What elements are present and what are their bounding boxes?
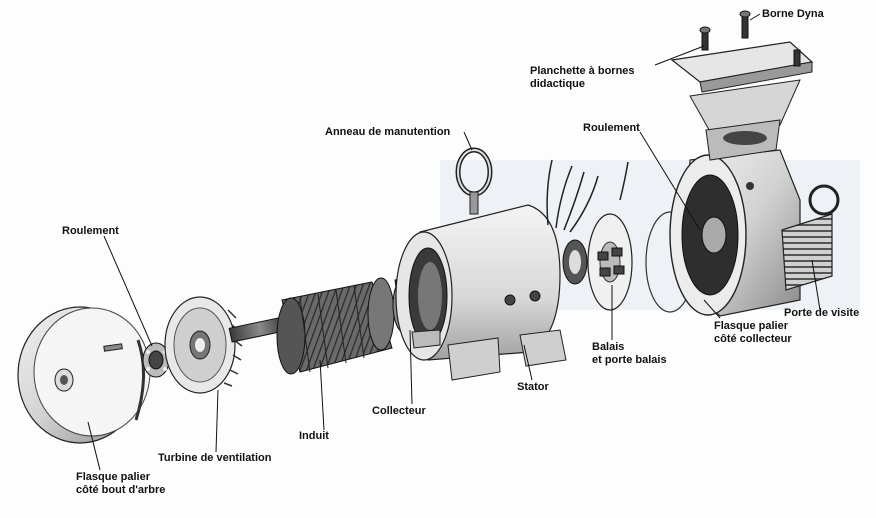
label-planchette: Planchette à bornes didactique (530, 65, 635, 91)
label-flasque-collecteur: Flasque palier côté collecteur (714, 320, 792, 346)
label-roulement-left: Roulement (62, 225, 119, 237)
label-flasque-collecteur-line2: côté collecteur (714, 333, 792, 345)
brush-holder-assembly (562, 161, 633, 311)
label-turbine: Turbine de ventilation (158, 452, 272, 464)
label-porte-visite: Porte de visite (784, 307, 860, 319)
label-planchette-line1: Planchette à bornes (530, 65, 635, 77)
label-balais-line2: et porte balais (592, 354, 667, 366)
label-balais-line1: Balais (592, 341, 625, 353)
label-roulement-right: Roulement (583, 122, 640, 134)
end-shield-collector-side (669, 149, 840, 317)
label-balais: Balais et porte balais (592, 341, 667, 367)
label-flasque-arbre-line2: côté bout d'arbre (76, 484, 166, 496)
label-anneau: Anneau de manutention (325, 126, 451, 138)
end-shield-shaft-side (17, 306, 151, 444)
label-flasque-collecteur-line1: Flasque palier (714, 320, 788, 332)
label-planchette-line2: didactique (530, 78, 586, 90)
leader-lines (87, 13, 821, 471)
terminal-box (670, 10, 814, 161)
label-stator: Stator (517, 381, 549, 393)
inspection-door (781, 213, 833, 291)
label-flasque-arbre: Flasque palier côté bout d'arbre (76, 471, 165, 497)
ventilation-turbine (164, 296, 243, 394)
label-flasque-arbre-line1: Flasque palier (76, 471, 150, 483)
label-collecteur: Collecteur (372, 405, 426, 417)
bearing-left (142, 342, 170, 378)
label-borne-dyna: Borne Dyna (762, 8, 824, 20)
label-induit: Induit (299, 430, 329, 442)
stator-housing (395, 147, 599, 381)
